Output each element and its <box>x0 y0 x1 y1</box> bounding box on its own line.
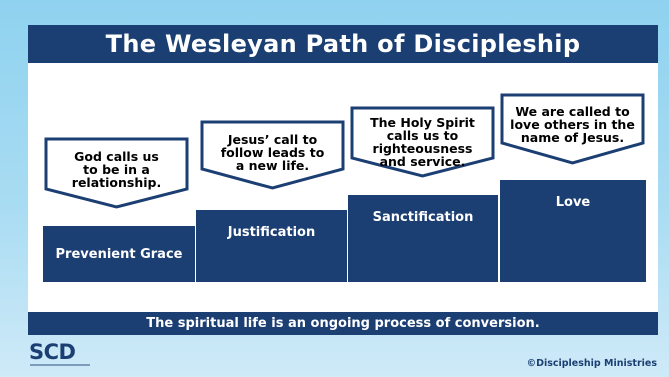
title-banner: The Wesleyan Path of Discipleship <box>28 25 658 65</box>
callout-prevenient-grace: God calls us to be in a relationship. <box>44 137 189 209</box>
callout-sanctification: The Holy Spirit calls us to righteousnes… <box>350 106 495 178</box>
copyright-text: ©Discipleship Ministries <box>526 358 657 369</box>
slide-title: The Wesleyan Path of Discipleship <box>105 30 581 58</box>
callout-line: love others in the <box>510 117 635 132</box>
logo-underline <box>30 364 90 366</box>
callout-arrow-shape <box>200 120 345 190</box>
callout-arrow-shape <box>500 93 645 165</box>
callout-line: The Holy Spirit <box>370 115 475 130</box>
logo-text: SCD <box>29 340 76 364</box>
callout-line: We are called to <box>515 104 630 119</box>
callout-line: follow leads to <box>220 145 325 160</box>
callout-line: calls us to <box>386 128 459 143</box>
callout-text: Jesus’ call to follow leads to a new lif… <box>200 133 345 172</box>
callout-text: God calls us to be in a relationship. <box>44 150 189 189</box>
callout-text: We are called to love others in the name… <box>500 105 645 144</box>
callout-line: righteousness <box>372 141 473 156</box>
step-label: Love <box>555 195 591 210</box>
callout-line: name of Jesus. <box>520 130 625 145</box>
step-label: Sanctification <box>372 210 474 225</box>
step-label: Prevenient Grace <box>55 246 183 262</box>
step-prevenient-grace: Prevenient Grace <box>43 226 195 282</box>
callout-line: God calls us <box>74 149 159 164</box>
callout-love: We are called to love others in the name… <box>500 93 645 165</box>
callout-arrow-shape <box>44 137 189 209</box>
callout-text: The Holy Spirit calls us to righteousnes… <box>350 116 495 168</box>
callout-line: a new life. <box>235 158 310 173</box>
callout-line: and service. <box>379 154 466 169</box>
callout-arrow-shape <box>350 106 495 178</box>
callout-line: to be in a <box>83 162 150 177</box>
callout-line: relationship. <box>71 175 162 190</box>
callout-justification: Jesus’ call to follow leads to a new lif… <box>200 120 345 190</box>
footer-banner: The spiritual life is an ongoing process… <box>28 312 658 335</box>
scd-logo: SCD <box>29 340 90 370</box>
step-sanctification: Sanctification <box>348 195 498 282</box>
step-label: Justification <box>227 225 316 240</box>
callout-line: Jesus’ call to <box>227 132 318 147</box>
step-love: Love <box>500 180 646 282</box>
step-justification: Justification <box>196 210 347 282</box>
footer-message: The spiritual life is an ongoing process… <box>146 316 540 331</box>
